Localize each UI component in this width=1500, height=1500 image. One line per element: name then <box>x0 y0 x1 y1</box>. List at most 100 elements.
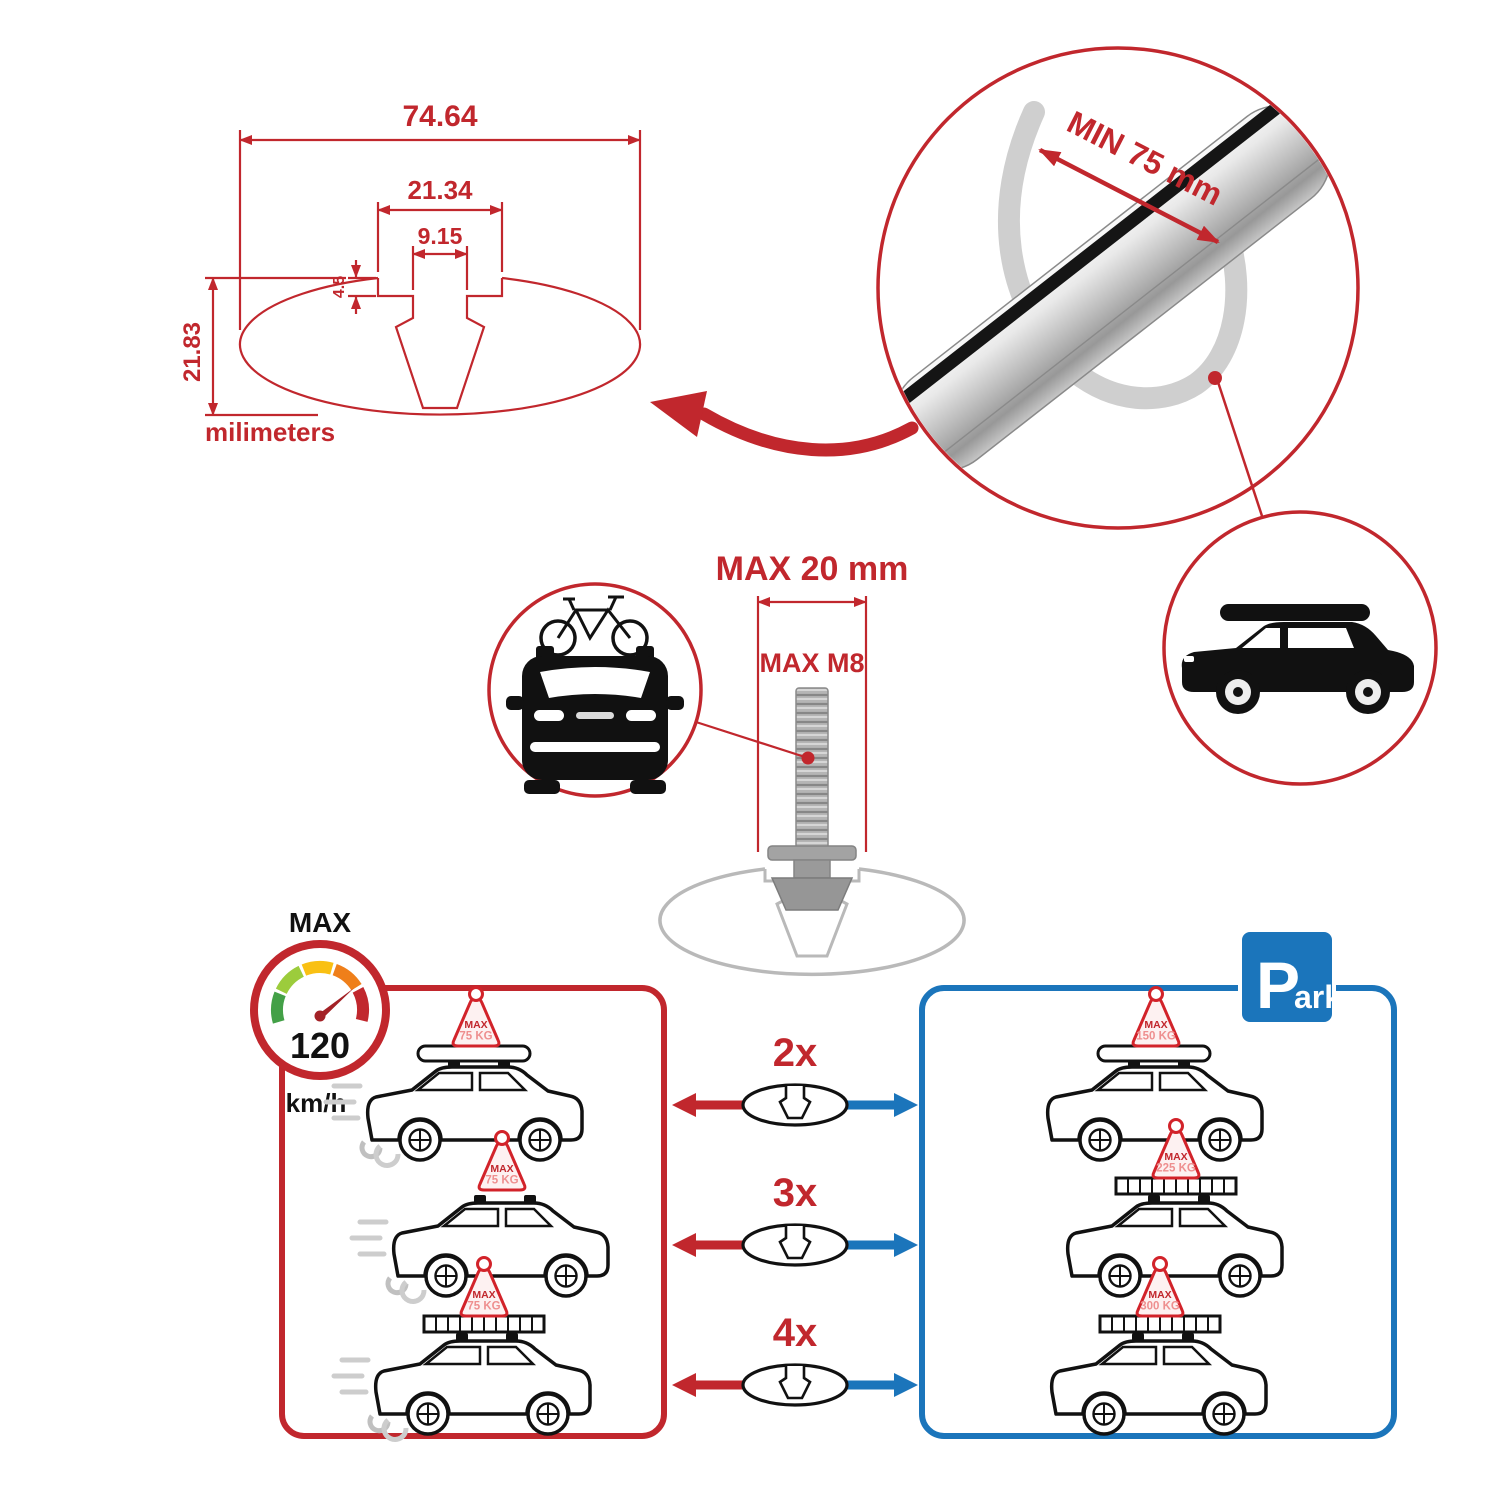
max-thread-label: MAX M8 <box>759 648 864 678</box>
min-span-arrow <box>1038 148 1220 244</box>
weight-tag: MAX 75 KG <box>451 986 501 1048</box>
parking-sign: P ark <box>1238 928 1342 1026</box>
car-front-icon <box>506 646 684 794</box>
red-arrow-head <box>672 1373 696 1397</box>
tag-title: MAX <box>490 1163 513 1175</box>
parked-car-1: MAX 150 KG <box>1045 986 1264 1162</box>
bolt-callout-line <box>695 720 809 760</box>
parked-car-2: MAX 225 KG <box>1065 1118 1284 1298</box>
speed-value: 120 <box>290 1025 350 1066</box>
quantity-row-3x: 3x <box>672 1171 918 1267</box>
driving-car-3: MAX 75 KG <box>334 1256 592 1440</box>
bar-profile-icon <box>741 1083 849 1127</box>
clamp-strap <box>997 101 1248 410</box>
tag-title: MAX <box>1164 1151 1187 1163</box>
bolt-callout-dot <box>801 751 815 765</box>
roof-basket-outline <box>1098 1314 1222 1334</box>
mirror-left <box>506 696 524 710</box>
quantity-label: 2x <box>773 1031 818 1075</box>
bar-end-slot <box>880 409 893 429</box>
grille <box>576 712 614 719</box>
bicycle-icon <box>539 595 649 657</box>
wheel-right <box>630 780 666 794</box>
bolt-diagram: MAX 20 mm MAX M8 <box>487 550 966 977</box>
dim-total-height: 21.83 <box>179 322 206 382</box>
roofbox-outline <box>416 1044 532 1063</box>
gauge-arc <box>271 961 369 1024</box>
car-roofbox-circle <box>1162 510 1438 786</box>
speed-max-label: MAX <box>289 907 352 938</box>
profile-ellipse <box>238 276 642 416</box>
parking-sign-p: P <box>1256 948 1300 1022</box>
tag-weight: 75 KG <box>459 1031 492 1043</box>
windshield <box>540 667 650 698</box>
pointer-arrow-shaft <box>697 407 919 457</box>
tag-weight: 150 KG <box>1136 1031 1176 1043</box>
windshield <box>1242 628 1280 648</box>
units-label: milimeters <box>205 417 335 447</box>
dim-ext-total-width <box>238 130 642 330</box>
max-protrusion-label: MAX 20 mm <box>716 550 909 588</box>
weight-tag: MAX 75 KG <box>459 1256 509 1318</box>
quantity-row-2x: 2x <box>672 1031 918 1127</box>
tag-weight: 225 KG <box>1156 1163 1196 1175</box>
detail-circle <box>876 46 1360 530</box>
headlight-left <box>534 710 564 721</box>
bolt-t-head <box>770 877 854 911</box>
blue-arrow-head <box>894 1093 918 1117</box>
bolt-shank <box>795 687 829 851</box>
bolt-washer <box>767 845 857 861</box>
bumper <box>530 742 660 752</box>
tag-weight: 75 KG <box>467 1301 500 1313</box>
bar-profile-icon <box>741 1363 849 1407</box>
weight-tag: MAX 225 KG <box>1151 1118 1201 1180</box>
pointer-arrow-head <box>650 391 707 437</box>
roof-basket-outline <box>1114 1176 1238 1196</box>
headlight <box>1184 656 1194 662</box>
tag-title: MAX <box>464 1019 487 1031</box>
parked-car-3: MAX 300 KG <box>1049 1256 1268 1436</box>
roofbox-outline <box>1096 1044 1212 1063</box>
headlight-right <box>626 710 656 721</box>
blue-arrow-head <box>894 1233 918 1257</box>
dim-ext-slot-inner <box>411 246 469 290</box>
gauge-hub <box>314 1010 326 1022</box>
mirror-right <box>666 696 684 710</box>
gauge-needle <box>316 988 354 1019</box>
t-bolt <box>767 687 857 911</box>
callout-dot <box>1208 371 1222 385</box>
tag-weight: 300 KG <box>1140 1301 1180 1313</box>
tag-weight: 75 KG <box>485 1175 518 1187</box>
quantity-row-4x: 4x <box>672 1311 918 1407</box>
parking-sign-square <box>1238 928 1336 1026</box>
tag-title: MAX <box>1144 1019 1167 1031</box>
weight-tag: MAX 300 KG <box>1135 1256 1185 1318</box>
load-comparison: MAX 120 km/h P ark 2x <box>250 907 1397 1440</box>
bolt-neck <box>793 859 831 879</box>
quantity-label: 4x <box>773 1311 818 1355</box>
bar-lower-edge-line <box>921 146 1335 471</box>
driving-car-1: MAX 75 KG <box>326 986 584 1166</box>
profile-t-slot <box>376 278 504 410</box>
dim-total-width: 74.64 <box>402 100 477 133</box>
side-windows <box>1288 628 1354 648</box>
red-arrow-head <box>672 1233 696 1257</box>
dim-slot-outer: 21.34 <box>407 175 473 205</box>
parking-sign-ark: ark <box>1294 979 1342 1015</box>
dim-slot-inner: 9.15 <box>418 223 463 249</box>
quantity-label: 3x <box>773 1171 818 1215</box>
tag-title: MAX <box>1148 1289 1171 1301</box>
roof-basket-outline <box>422 1314 546 1334</box>
speedometer-badge: MAX 120 km/h <box>250 907 390 1118</box>
red-arrow-head <box>672 1093 696 1117</box>
weight-tag: MAX 150 KG <box>1131 986 1181 1048</box>
cross-section-diagram: 74.64 21.34 9.15 4.5 21.83 milimeters <box>179 100 642 447</box>
bar-detail: MIN 75 mm <box>650 46 1438 786</box>
tag-title: MAX <box>472 1289 495 1301</box>
suv-with-roofbox-icon <box>1181 604 1414 714</box>
car-bike-circle <box>487 582 703 798</box>
dim-ext-total-height <box>205 276 346 417</box>
roofbox-icon <box>1220 604 1370 621</box>
blue-arrow-head <box>894 1373 918 1397</box>
